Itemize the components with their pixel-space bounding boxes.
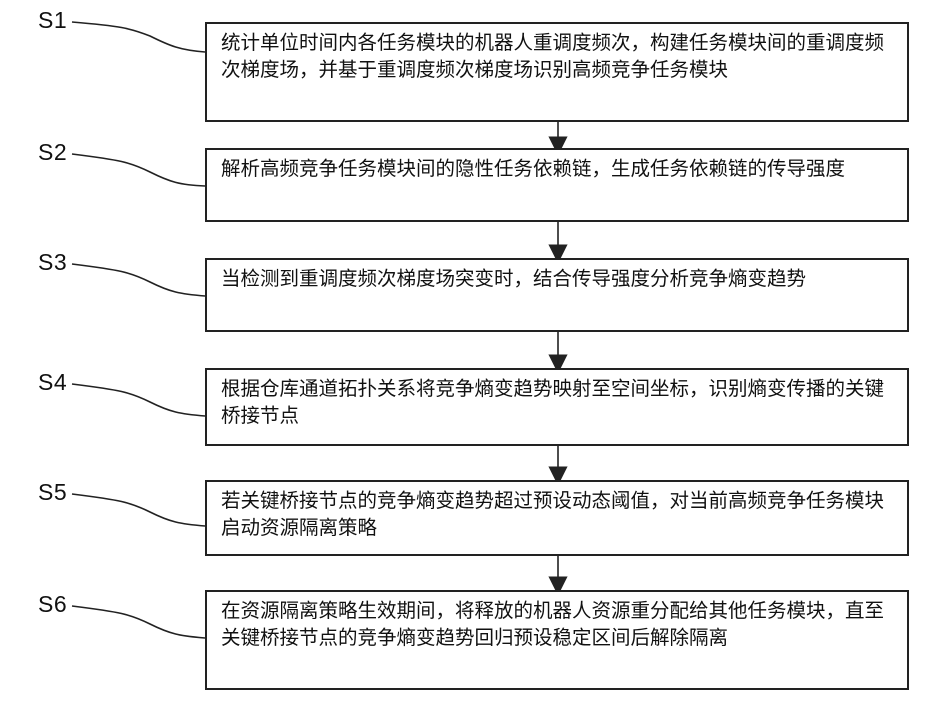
step-label-s6: S6: [38, 593, 67, 616]
leader-line-s3: [72, 264, 205, 296]
leader-line-s1: [72, 22, 205, 52]
step-label-s4: S4: [38, 371, 67, 394]
step-label-s2: S2: [38, 141, 67, 164]
leader-line-s5: [72, 494, 205, 526]
step-box-s1: 统计单位时间内各任务模块的机器人重调度频次，构建任务模块间的重调度频次梯度场，并…: [205, 22, 909, 122]
leader-line-s2: [72, 154, 205, 186]
step-text-s2: 解析高频竞争任务模块间的隐性任务依赖链，生成任务依赖链的传导强度: [221, 155, 895, 182]
step-box-s4: 根据仓库通道拓扑关系将竞争熵变趋势映射至空间坐标，识别熵变传播的关键桥接节点: [205, 368, 909, 446]
leader-line-s6: [72, 606, 205, 638]
step-label-s5: S5: [38, 481, 67, 504]
step-label-s1: S1: [38, 9, 67, 32]
step-text-s4: 根据仓库通道拓扑关系将竞争熵变趋势映射至空间坐标，识别熵变传播的关键桥接节点: [221, 375, 895, 429]
step-label-s3: S3: [38, 251, 67, 274]
step-text-s6: 在资源隔离策略生效期间，将释放的机器人资源重分配给其他任务模块，直至关键桥接节点…: [221, 597, 895, 651]
step-text-s5: 若关键桥接节点的竞争熵变趋势超过预设动态阈值，对当前高频竞争任务模块启动资源隔离…: [221, 487, 895, 541]
leader-line-s4: [72, 384, 205, 416]
step-text-s1: 统计单位时间内各任务模块的机器人重调度频次，构建任务模块间的重调度频次梯度场，并…: [221, 29, 895, 83]
step-text-s3: 当检测到重调度频次梯度场突变时，结合传导强度分析竞争熵变趋势: [221, 265, 895, 292]
step-box-s5: 若关键桥接节点的竞争熵变趋势超过预设动态阈值，对当前高频竞争任务模块启动资源隔离…: [205, 480, 909, 556]
step-box-s3: 当检测到重调度频次梯度场突变时，结合传导强度分析竞争熵变趋势: [205, 258, 909, 332]
step-box-s6: 在资源隔离策略生效期间，将释放的机器人资源重分配给其他任务模块，直至关键桥接节点…: [205, 590, 909, 690]
step-box-s2: 解析高频竞争任务模块间的隐性任务依赖链，生成任务依赖链的传导强度: [205, 148, 909, 222]
